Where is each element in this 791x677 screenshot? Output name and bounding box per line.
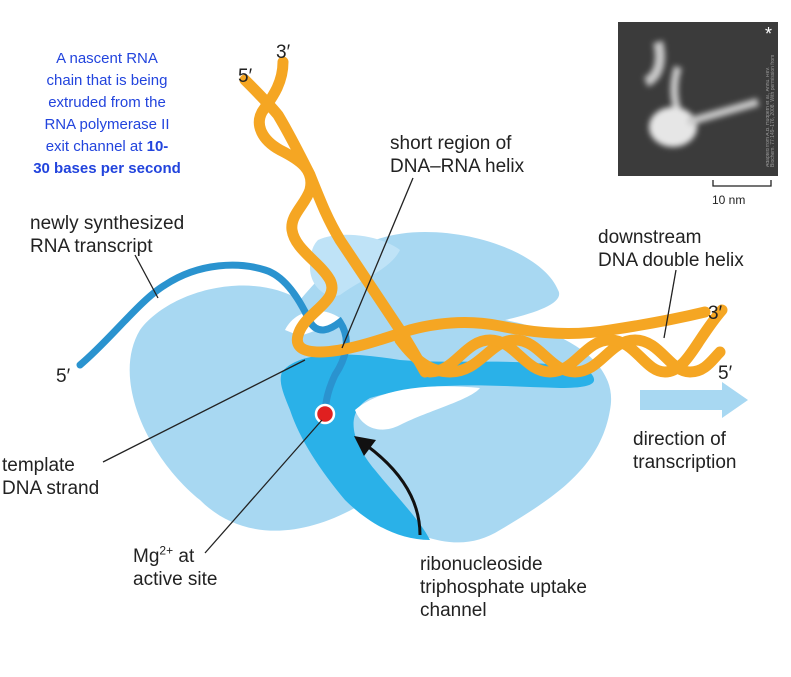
- label-template: template DNA strand: [2, 454, 99, 500]
- prime-top-5: 5′: [238, 66, 253, 87]
- prime-right-5: 5′: [718, 363, 733, 384]
- micro-strand-1: [643, 40, 665, 87]
- rna-transcript: [76, 261, 350, 416]
- micro-strand-3: [686, 98, 760, 126]
- label-direction-line-2: transcription: [633, 452, 737, 473]
- label-short-region: short region of DNA–RNA helix: [390, 132, 524, 178]
- label-template-line-1: template: [2, 455, 75, 476]
- leader-short-region: [341, 177, 414, 349]
- label-uptake-channel: ribonucleoside triphosphate uptake chann…: [420, 553, 587, 622]
- polymerase-bay: [355, 386, 480, 430]
- caption-line-6: 30 bases per second: [33, 160, 181, 177]
- caption-line-3: extruded from the: [48, 94, 166, 111]
- micro-blob: [649, 107, 697, 147]
- caption-block: A nascent RNA chain that is being extrud…: [18, 48, 196, 180]
- scale-bar: [712, 180, 772, 187]
- scale-label: 10 nm: [712, 193, 746, 207]
- direction-arrow: [640, 382, 748, 418]
- label-newly-line-1: newly synthesized: [30, 213, 185, 234]
- leader-template: [102, 359, 306, 463]
- micrograph-marker: *: [764, 24, 772, 44]
- uptake-channel-arrowhead: [354, 436, 376, 456]
- caption-line-5: exit channel at: [45, 138, 147, 155]
- label-downstream: downstream DNA double helix: [598, 226, 744, 272]
- caption-line-1: A nascent RNA: [56, 50, 158, 67]
- label-channel-line-2: triphosphate uptake: [420, 577, 587, 598]
- label-channel-line-3: channel: [420, 600, 487, 621]
- dna-downstream-strand-2: [424, 304, 728, 378]
- micro-strand-2: [670, 65, 682, 114]
- label-short-line-2: DNA–RNA helix: [390, 156, 525, 177]
- micrograph-inset: * Adapted from A.B. Hudpeth et al., Annu…: [618, 22, 778, 176]
- polymerase-cleft: [280, 354, 595, 540]
- prime-rna-5: 5′: [56, 366, 71, 387]
- label-downstream-line-1: downstream: [598, 227, 702, 248]
- leader-downstream: [663, 269, 677, 339]
- label-mg-sup: 2+: [159, 543, 174, 558]
- label-mg-active-site: Mg2+ at active site: [133, 545, 217, 591]
- mg-active-site: [314, 403, 336, 425]
- prime-right-3: 3′: [708, 303, 723, 324]
- label-downstream-line-2: DNA double helix: [598, 250, 744, 271]
- label-mg-after: at: [173, 546, 195, 567]
- dna-strand-b: [253, 56, 711, 358]
- micrograph-credit: Adapted from A.B. Hudpeth et al., Annu. …: [766, 54, 775, 167]
- caption-line-4: RNA polymerase II: [44, 116, 170, 133]
- label-channel-line-1: ribonucleoside: [420, 554, 543, 575]
- label-newly-line-2: RNA transcript: [30, 236, 153, 257]
- label-direction: direction of transcription: [633, 428, 737, 474]
- leader-newly: [134, 254, 159, 299]
- label-template-line-2: DNA strand: [2, 478, 100, 499]
- uptake-channel-arrow: [365, 443, 422, 536]
- caption-line-2: chain that is being: [46, 72, 168, 89]
- prime-top-3: 3′: [276, 42, 291, 63]
- label-mg-line-1: Mg2+ at: [133, 545, 217, 568]
- label-direction-line-1: direction of: [633, 429, 726, 450]
- leader-mg: [204, 419, 323, 554]
- caption-line-5-bold: 10-: [146, 138, 169, 155]
- label-short-line-1: short region of: [390, 133, 512, 154]
- label-newly-synthesized: newly synthesized RNA transcript: [30, 212, 184, 258]
- label-mg-text: Mg: [133, 546, 160, 567]
- label-mg-line-2: active site: [133, 569, 218, 590]
- dna-downstream-strand: [394, 334, 726, 378]
